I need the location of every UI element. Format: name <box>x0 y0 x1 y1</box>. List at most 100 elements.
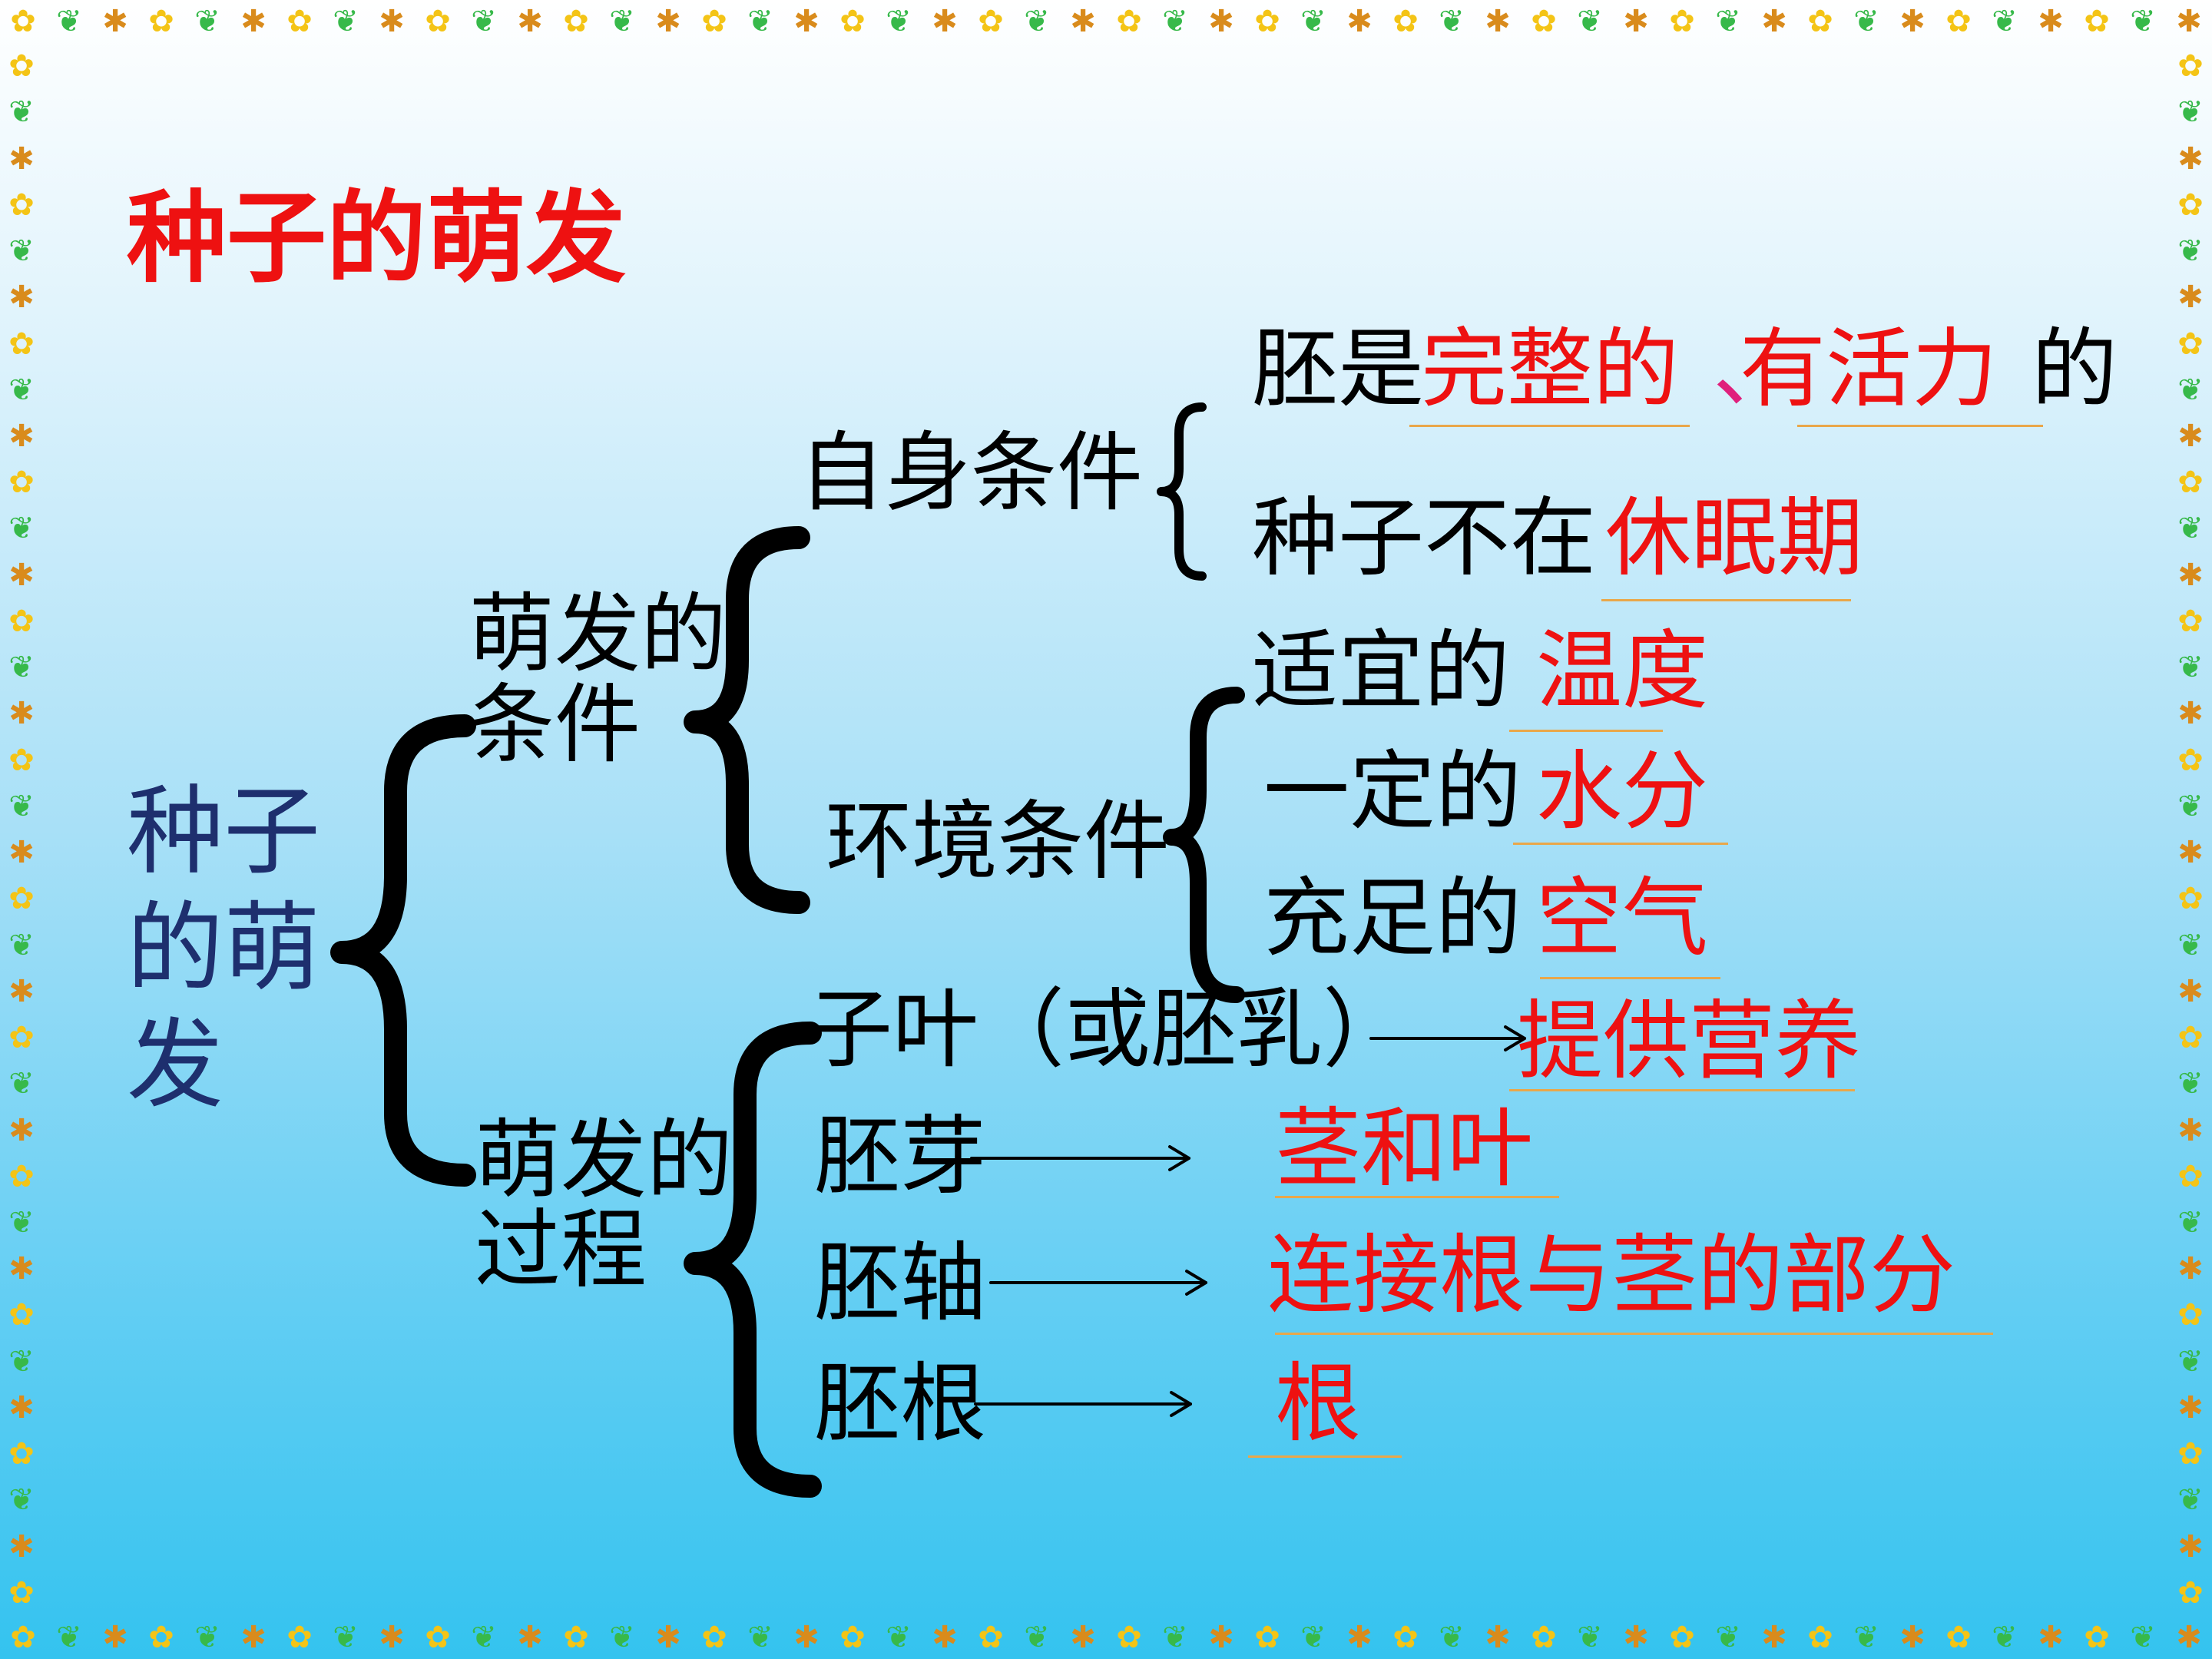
flower-icon: ✿ <box>8 48 35 84</box>
heart-sprout-icon: ❦ <box>8 511 35 547</box>
env-item-2-prefix: 一定的 <box>1263 742 1522 842</box>
heart-sprout-icon: ❦ <box>1992 1620 2018 1655</box>
bee-icon: ✱ <box>8 1251 35 1287</box>
heart-sprout-icon: ❦ <box>1853 1620 1879 1655</box>
arrow-plumule <box>970 1145 1190 1171</box>
bee-icon: ✱ <box>2176 4 2202 39</box>
bee-icon: ✱ <box>8 557 35 593</box>
flower-icon: ✿ <box>8 742 35 778</box>
bee-icon: ✱ <box>8 1112 35 1148</box>
self-item-2-answer: 休眠期 <box>1605 488 1863 588</box>
self-item-1-answer-b-underline <box>1797 425 2043 427</box>
flower-icon: ✿ <box>2084 4 2110 39</box>
bee-icon: ✱ <box>2177 141 2204 177</box>
self-item-1-answer-a: 完整的 <box>1421 320 1679 419</box>
bee-icon: ✱ <box>2177 1528 2204 1565</box>
flower-icon: ✿ <box>10 1620 36 1655</box>
flower-icon: ✿ <box>1531 4 1557 39</box>
heart-sprout-icon: ❦ <box>2177 233 2204 270</box>
arrow-radicle <box>974 1391 1192 1417</box>
flower-icon: ✿ <box>1116 4 1142 39</box>
heart-sprout-icon: ❦ <box>8 788 35 824</box>
flower-icon: ✿ <box>563 4 589 39</box>
bee-icon: ✱ <box>2177 280 2204 316</box>
heart-sprout-icon: ❦ <box>8 1204 35 1240</box>
self-conditions-label: 自身条件 <box>799 423 1143 523</box>
bee-icon: ✱ <box>1346 4 1373 39</box>
bee-icon: ✱ <box>1346 1620 1373 1655</box>
heart-sprout-icon: ❦ <box>2177 788 2204 824</box>
self-item-1-separator: 、 <box>1713 320 1799 419</box>
heart-sprout-icon: ❦ <box>1853 4 1879 39</box>
conditions-label-line-1: 萌发的 <box>469 584 727 684</box>
bee-icon: ✱ <box>2177 1112 2204 1148</box>
heart-sprout-icon: ❦ <box>471 1620 497 1655</box>
flower-icon: ✿ <box>1254 1620 1280 1655</box>
arrow-hypocotyl <box>989 1270 1207 1296</box>
bee-icon: ✱ <box>2038 4 2064 39</box>
self-item-1-answer-a-underline <box>1409 425 1690 427</box>
flower-icon: ✿ <box>148 4 174 39</box>
heart-sprout-icon: ❦ <box>2130 4 2156 39</box>
flower-icon: ✿ <box>8 1020 35 1056</box>
process-item-plumule: 胚芽 <box>814 1107 986 1207</box>
heart-sprout-icon: ❦ <box>2177 650 2204 686</box>
process-label-line-1: 萌发的 <box>475 1111 733 1210</box>
process-result-cotyledon-underline <box>1509 1089 1855 1091</box>
process-item-cotyledon: 子叶（或胚乳） <box>806 980 1409 1080</box>
heart-sprout-icon: ❦ <box>886 1620 912 1655</box>
flower-icon: ✿ <box>10 4 36 39</box>
border-right: ✿❦✱✿❦✱✿❦✱✿❦✱✿❦✱✿❦✱✿❦✱✿❦✱✿❦✱✿❦✱✿❦✱✿ <box>2169 43 2212 1616</box>
process-result-radicle-underline <box>1248 1455 1402 1458</box>
bee-icon: ✱ <box>1485 4 1511 39</box>
flower-icon: ✿ <box>839 1620 866 1655</box>
flower-icon: ✿ <box>2177 187 2204 223</box>
flower-icon: ✿ <box>1392 1620 1419 1655</box>
heart-sprout-icon: ❦ <box>56 1620 82 1655</box>
bee-icon: ✱ <box>379 1620 405 1655</box>
page-title: 种子的萌发 <box>127 180 627 296</box>
bee-icon: ✱ <box>379 4 405 39</box>
heart-sprout-icon: ❦ <box>8 1066 35 1102</box>
flower-icon: ✿ <box>286 4 313 39</box>
heart-sprout-icon: ❦ <box>56 4 82 39</box>
bee-icon: ✱ <box>102 1620 128 1655</box>
env-item-3-prefix: 充足的 <box>1263 869 1522 969</box>
flower-icon: ✿ <box>1807 1620 1833 1655</box>
heart-sprout-icon: ❦ <box>194 1620 220 1655</box>
root-label-line-2: 的萌 <box>127 892 320 1005</box>
flower-icon: ✿ <box>1392 4 1419 39</box>
self-item-1-prefix: 胚是 <box>1252 320 1424 419</box>
process-result-radicle: 根 <box>1275 1354 1361 1454</box>
flower-icon: ✿ <box>8 881 35 917</box>
heart-sprout-icon: ❦ <box>2177 94 2204 131</box>
env-item-2-answer-underline <box>1513 843 1728 845</box>
heart-sprout-icon: ❦ <box>2177 1482 2204 1518</box>
bee-icon: ✱ <box>517 4 543 39</box>
process-result-plumule: 茎和叶 <box>1275 1099 1533 1199</box>
heart-sprout-icon: ❦ <box>1024 1620 1050 1655</box>
flower-icon: ✿ <box>701 1620 727 1655</box>
flower-icon: ✿ <box>1669 4 1695 39</box>
heart-sprout-icon: ❦ <box>2177 1066 2204 1102</box>
flower-icon: ✿ <box>8 603 35 639</box>
flower-icon: ✿ <box>1254 4 1280 39</box>
root-label-line-3: 发 <box>127 1008 224 1121</box>
heart-sprout-icon: ❦ <box>471 4 497 39</box>
flower-icon: ✿ <box>563 1620 589 1655</box>
self-brace <box>1157 402 1207 581</box>
heart-sprout-icon: ❦ <box>609 1620 635 1655</box>
heart-sprout-icon: ❦ <box>886 4 912 39</box>
bee-icon: ✱ <box>8 696 35 732</box>
conditions-brace <box>684 526 810 914</box>
heart-sprout-icon: ❦ <box>8 233 35 270</box>
flower-icon: ✿ <box>1945 1620 1972 1655</box>
env-item-3-answer: 空气 <box>1536 869 1708 969</box>
heart-sprout-icon: ❦ <box>1300 1620 1326 1655</box>
env-item-2-answer: 水分 <box>1536 742 1708 842</box>
bee-icon: ✱ <box>1899 4 1926 39</box>
bee-icon: ✱ <box>517 1620 543 1655</box>
bee-icon: ✱ <box>1485 1620 1511 1655</box>
process-item-hypocotyl: 胚轴 <box>814 1233 986 1333</box>
main-brace <box>330 714 476 1187</box>
